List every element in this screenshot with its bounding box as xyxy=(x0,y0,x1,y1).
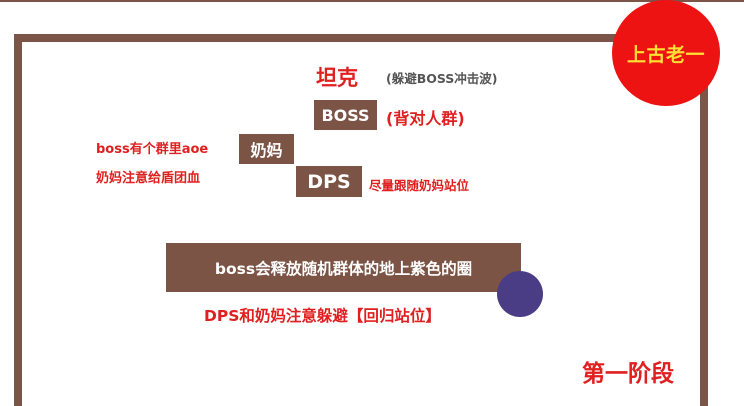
mechanic-box: boss会释放随机群体的地上紫色的圈 xyxy=(166,243,521,292)
purple-circle-marker xyxy=(497,271,543,317)
boss-note: (背对人群) xyxy=(386,109,465,128)
boss-box: BOSS xyxy=(314,100,377,130)
mechanic-note: DPS和奶妈注意躲避【回归站位】 xyxy=(204,307,441,325)
dps-box: DPS xyxy=(296,166,362,197)
mechanic-text: boss会释放随机群体的地上紫色的圈 xyxy=(214,259,473,278)
title-badge: 上古老一 xyxy=(612,0,720,106)
boss-label: BOSS xyxy=(321,105,370,125)
dps-note: 尽量跟随奶妈站位 xyxy=(369,178,470,193)
content-frame xyxy=(14,34,708,406)
badge-label: 上古老一 xyxy=(626,43,705,66)
healer-box: 奶妈 xyxy=(239,134,294,164)
healer-label: 奶妈 xyxy=(250,141,283,160)
phase-label: 第一阶段 xyxy=(582,361,674,387)
healer-note-line1: boss有个群里aoe xyxy=(96,142,209,157)
tank-note: (躲避BOSS冲击波) xyxy=(386,71,498,86)
tank-label: 坦克 xyxy=(316,66,358,90)
healer-note-line2: 奶妈注意给盾团血 xyxy=(96,171,201,186)
top-divider xyxy=(0,0,744,2)
dps-label: DPS xyxy=(307,170,351,193)
